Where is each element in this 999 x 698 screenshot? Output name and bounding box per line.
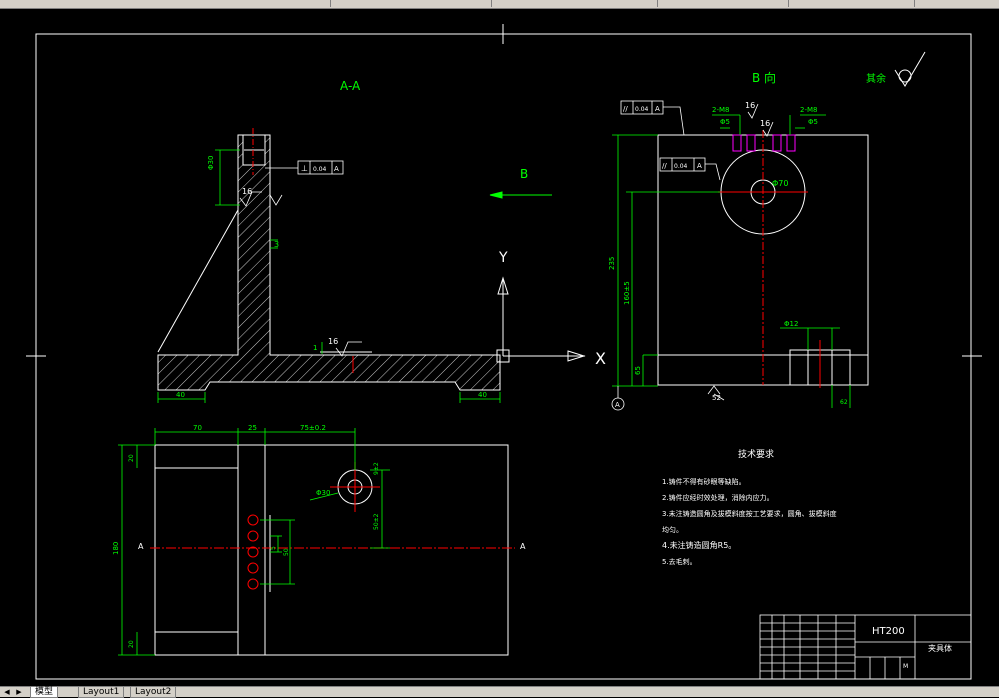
dim-20-bottom: 20 xyxy=(128,640,135,648)
section-a-label: A-A xyxy=(340,79,361,93)
tab-first-icon[interactable]: ◀ xyxy=(4,688,10,696)
plan-holes xyxy=(247,514,259,590)
plan-view-outline xyxy=(154,444,509,656)
dim-62: 62 xyxy=(840,399,848,406)
tol-par-sym: // xyxy=(623,105,628,113)
frame-center-marks xyxy=(26,24,982,357)
roughness-right-symbols xyxy=(747,103,774,137)
dim-1: 1 xyxy=(313,344,317,352)
dim-50: 50 xyxy=(283,548,290,556)
datum-a-symbol xyxy=(611,385,725,411)
roughness-symbols xyxy=(239,191,362,357)
tol-par2-sym: // xyxy=(662,162,667,170)
tol-par-frames xyxy=(620,100,721,181)
rib-line xyxy=(157,209,239,353)
roughness-16a: 16 xyxy=(242,187,252,196)
toolbar-segment xyxy=(492,0,658,7)
axis-x-label: X xyxy=(595,349,606,368)
dim-70: 70 xyxy=(193,424,202,432)
layout-tab-bar: ◀ ▶ 模型 Layout1 Layout2 xyxy=(0,686,999,698)
note-item-4: 均匀。 xyxy=(662,525,683,534)
dim-75: 75±0.2 xyxy=(300,424,326,432)
title-block xyxy=(759,614,972,680)
tol-par-val: 0.04 xyxy=(635,106,649,113)
title-material: HT200 xyxy=(872,626,905,637)
note-item-3: 3.未注铸造圆角及拔模斜度按工艺要求，圆角、拔模斜度 xyxy=(662,509,837,518)
view-b-label: B 向 xyxy=(752,70,776,85)
dim-20-top: 20 xyxy=(128,454,135,462)
view-b-dimensions xyxy=(612,134,851,408)
tol-perp-sym: ⊥ xyxy=(301,164,308,173)
tol-perp-val: 0.04 xyxy=(313,166,327,173)
notes-title: 技术要求 xyxy=(738,448,774,460)
axis-y-label: Y xyxy=(498,250,508,266)
dim-52: 52 xyxy=(712,394,721,402)
view-b-centerlines xyxy=(718,130,821,388)
toolbar-segment xyxy=(331,0,492,7)
dim-phi30-plan: Φ30 xyxy=(316,489,330,497)
tol-perp-frame xyxy=(265,160,344,175)
tol-par-datum: A xyxy=(655,105,660,113)
threaded-holes xyxy=(732,134,796,152)
roughness-general-symbol xyxy=(894,51,926,87)
dim-3: 3 xyxy=(274,240,279,249)
plan-dimensions xyxy=(118,428,390,656)
hole-callout-leaders xyxy=(712,114,826,135)
section-body xyxy=(157,134,501,391)
section-mark-right: A xyxy=(520,542,526,551)
tab-next-icon[interactable]: ▶ xyxy=(16,688,22,696)
dim-phi30: Φ30 xyxy=(207,156,215,170)
note-item-6: 5.去毛刺。 xyxy=(662,557,697,566)
title-part-name: 夹具体 xyxy=(928,643,952,653)
dim-180: 180 xyxy=(112,542,120,555)
dim-25: 25 xyxy=(248,424,257,432)
dim-9: 9±2 xyxy=(373,462,380,475)
tab-layout1[interactable]: Layout1 xyxy=(78,687,125,698)
note-item-1: 1.铸件不得有砂眼等缺陷。 xyxy=(662,477,746,486)
toolbar-segment xyxy=(0,0,331,7)
roughness-16b: 16 xyxy=(328,337,338,346)
roughness-label: 其余 xyxy=(866,72,886,85)
tab-layout2[interactable]: Layout2 xyxy=(130,687,177,698)
toolbar-segment xyxy=(658,0,789,7)
holes-right-sub: Φ5 xyxy=(808,118,818,126)
dim-65: 65 xyxy=(634,366,642,375)
cad-drawing-canvas[interactable]: A-A 40 40 Φ30 3 xyxy=(0,8,999,686)
dim-phi12: Φ12 xyxy=(784,320,798,328)
section-mark-left: A xyxy=(138,542,144,551)
tol-par2-val: 0.04 xyxy=(674,163,688,170)
dim-40-left: 40 xyxy=(176,391,185,399)
tol-par2-datum: A xyxy=(697,162,702,170)
title-scale-mark: M xyxy=(903,663,908,670)
dim-50-2: 50±2 xyxy=(373,513,380,530)
plan-centerlines xyxy=(150,462,515,549)
tab-model[interactable]: 模型 xyxy=(30,687,59,698)
roughness-16-right-b: 16 xyxy=(760,119,770,128)
holes-right-label: 2-M8 xyxy=(800,106,817,114)
toolbar-segment xyxy=(789,0,915,7)
tol-perp-datum: A xyxy=(334,165,339,173)
dim-5: 5 xyxy=(270,546,277,550)
note-item-2: 2.铸件应经时效处理，消除内应力。 xyxy=(662,493,774,502)
section-view xyxy=(157,128,501,391)
view-b-arrow xyxy=(489,191,552,199)
holes-left-label: 2-M8 xyxy=(712,106,729,114)
section-dimensions xyxy=(157,149,501,403)
roughness-16-right: 16 xyxy=(745,101,755,110)
ucs-icon xyxy=(496,276,586,363)
dim-40-right: 40 xyxy=(478,391,487,399)
window-top-strip xyxy=(0,0,999,9)
datum-a-label: A xyxy=(615,401,620,409)
dim-235: 235 xyxy=(608,257,616,270)
dim-160: 160±5 xyxy=(623,281,631,305)
note-item-5: 4.未注铸造圆角R5。 xyxy=(662,540,736,550)
view-b-arrow-label: B xyxy=(520,167,528,181)
holes-left-sub: Φ5 xyxy=(720,118,730,126)
dim-phi70: Φ70 xyxy=(772,179,788,188)
